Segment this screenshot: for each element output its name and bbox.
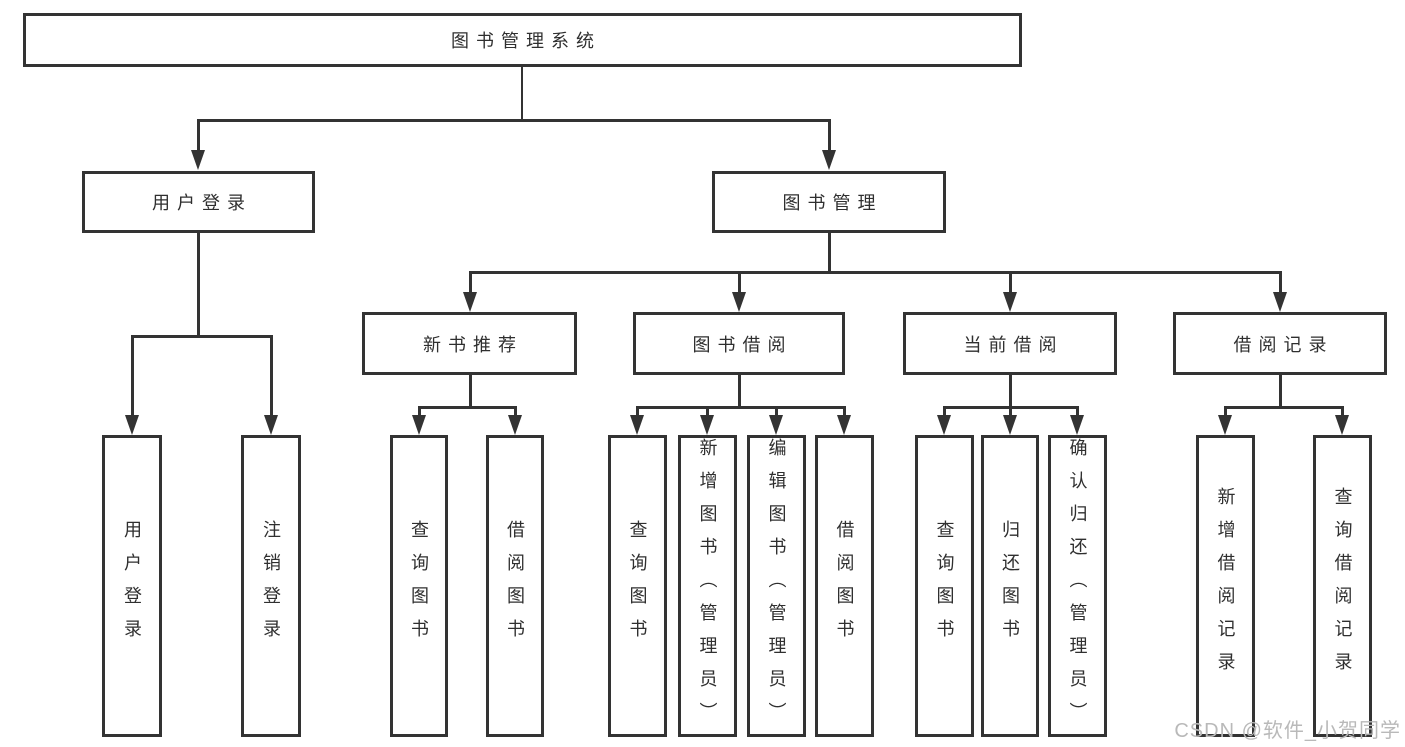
arrowhead-icon bbox=[1273, 292, 1287, 312]
arrowhead-icon bbox=[412, 415, 426, 435]
connector-user-login-branch bbox=[131, 335, 272, 338]
arrowhead-icon bbox=[732, 292, 746, 312]
arrowhead-icon bbox=[700, 415, 714, 435]
leaf-records-add-record: 新增借阅记录 bbox=[1196, 435, 1255, 737]
node-root-label: 图书管理系统 bbox=[451, 31, 601, 51]
connector-to-book-borrow bbox=[738, 271, 741, 293]
connector-new-book-stem bbox=[469, 375, 472, 408]
connector-book-borrow-branch bbox=[636, 406, 845, 409]
leaf-records-query-record: 查询借阅记录 bbox=[1313, 435, 1372, 737]
connector-current-borrow-stem bbox=[1009, 375, 1012, 408]
connector-to-new-book-recommend bbox=[469, 271, 472, 293]
csdn-watermark: CSDN @软件_小贺同学 bbox=[1174, 720, 1401, 742]
arrowhead-icon bbox=[264, 415, 278, 435]
connector-to-leaf bbox=[1341, 406, 1344, 416]
connector-to-leaf bbox=[1076, 406, 1079, 416]
connector-root-branch bbox=[197, 119, 831, 122]
connector-to-leaf bbox=[514, 406, 517, 416]
leaf-current-return-books-label: 归还图书 bbox=[1000, 520, 1020, 652]
leaf-records-query-record-label: 查询借阅记录 bbox=[1332, 487, 1353, 685]
connector-to-user-login bbox=[197, 119, 200, 151]
connector-user-login-stem bbox=[197, 233, 200, 336]
leaf-newbook-query-books: 查询图书 bbox=[390, 435, 448, 737]
connector-to-leaf bbox=[1009, 406, 1012, 416]
arrowhead-icon bbox=[1335, 415, 1349, 435]
leaf-records-add-record-label: 新增借阅记录 bbox=[1215, 487, 1236, 685]
arrowhead-icon bbox=[822, 150, 836, 170]
arrowhead-icon bbox=[1218, 415, 1232, 435]
node-current-borrow-label: 当前借阅 bbox=[963, 334, 1064, 355]
node-book-borrow: 图书借阅 bbox=[633, 312, 845, 375]
node-book-management: 图书管理 bbox=[712, 171, 946, 233]
leaf-borrow-query-books-label: 查询图书 bbox=[627, 520, 648, 652]
node-user-login-label: 用户登录 bbox=[152, 193, 252, 213]
leaf-borrow-query-books: 查询图书 bbox=[608, 435, 667, 737]
leaf-borrow-edit-books-admin: 编辑图书（管理员） bbox=[747, 435, 806, 737]
leaf-borrow-add-books-admin: 新增图书（管理员） bbox=[678, 435, 737, 737]
arrowhead-icon bbox=[1003, 415, 1017, 435]
leaf-newbook-borrow-books-label: 借阅图书 bbox=[505, 520, 525, 652]
leaf-newbook-borrow-books: 借阅图书 bbox=[486, 435, 544, 737]
connector-to-leaf bbox=[775, 406, 778, 416]
connector-root-stem bbox=[520, 67, 523, 121]
connector-book-management-branch bbox=[469, 271, 1281, 274]
connector-to-book-management bbox=[828, 119, 831, 151]
node-borrow-records: 借阅记录 bbox=[1173, 312, 1387, 375]
leaf-logout-label: 注销登录 bbox=[261, 520, 281, 652]
leaf-borrow-edit-books-admin-label: 编辑图书（管理员） bbox=[766, 437, 787, 735]
node-book-management-label: 图书管理 bbox=[782, 193, 883, 213]
leaf-user-login-label: 用户登录 bbox=[122, 520, 142, 652]
node-root: 图书管理系统 bbox=[23, 13, 1022, 67]
connector-new-book-branch bbox=[418, 406, 516, 409]
connector-to-leaf bbox=[706, 406, 709, 416]
arrowhead-icon bbox=[630, 415, 644, 435]
arrowhead-icon bbox=[1070, 415, 1084, 435]
connector-to-leaf bbox=[418, 406, 421, 416]
connector-to-current-borrow bbox=[1009, 271, 1012, 293]
leaf-borrow-add-books-admin-label: 新增图书（管理员） bbox=[697, 437, 718, 735]
leaf-current-query-books-label: 查询图书 bbox=[934, 520, 955, 652]
arrowhead-icon bbox=[1003, 292, 1017, 312]
leaf-current-return-books: 归还图书 bbox=[981, 435, 1039, 737]
node-borrow-records-label: 借阅记录 bbox=[1233, 334, 1334, 355]
arrowhead-icon bbox=[837, 415, 851, 435]
leaf-logout: 注销登录 bbox=[241, 435, 301, 737]
leaf-newbook-query-books-label: 查询图书 bbox=[409, 520, 429, 652]
connector-to-leaf bbox=[843, 406, 846, 416]
arrowhead-icon bbox=[937, 415, 951, 435]
connector-to-leaf bbox=[943, 406, 946, 416]
arrowhead-icon bbox=[769, 415, 783, 435]
connector-borrow-records-branch bbox=[1224, 406, 1343, 409]
node-book-borrow-label: 图书借阅 bbox=[692, 334, 793, 355]
connector-book-borrow-stem bbox=[738, 375, 741, 408]
node-user-login: 用户登录 bbox=[82, 171, 315, 233]
connector-to-leaf-logout bbox=[270, 335, 273, 415]
leaf-current-query-books: 查询图书 bbox=[915, 435, 974, 737]
node-new-book-recommend-label: 新书推荐 bbox=[423, 334, 523, 355]
arrowhead-icon bbox=[508, 415, 522, 435]
leaf-borrow-borrow-books-label: 借阅图书 bbox=[834, 520, 855, 652]
leaf-user-login: 用户登录 bbox=[102, 435, 162, 737]
node-new-book-recommend: 新书推荐 bbox=[362, 312, 577, 375]
connector-borrow-records-stem bbox=[1279, 375, 1282, 408]
connector-book-management-stem bbox=[828, 233, 831, 273]
connector-to-leaf bbox=[1224, 406, 1227, 416]
arrowhead-icon bbox=[191, 150, 205, 170]
connector-to-leaf-user-login bbox=[131, 335, 134, 415]
leaf-current-confirm-return-admin-label: 确认归还（管理员） bbox=[1067, 437, 1088, 735]
connector-to-borrow-records bbox=[1279, 271, 1282, 293]
leaf-current-confirm-return-admin: 确认归还（管理员） bbox=[1048, 435, 1107, 737]
node-current-borrow: 当前借阅 bbox=[903, 312, 1117, 375]
arrowhead-icon bbox=[125, 415, 139, 435]
arrowhead-icon bbox=[463, 292, 477, 312]
leaf-borrow-borrow-books: 借阅图书 bbox=[815, 435, 874, 737]
connector-to-leaf bbox=[636, 406, 639, 416]
